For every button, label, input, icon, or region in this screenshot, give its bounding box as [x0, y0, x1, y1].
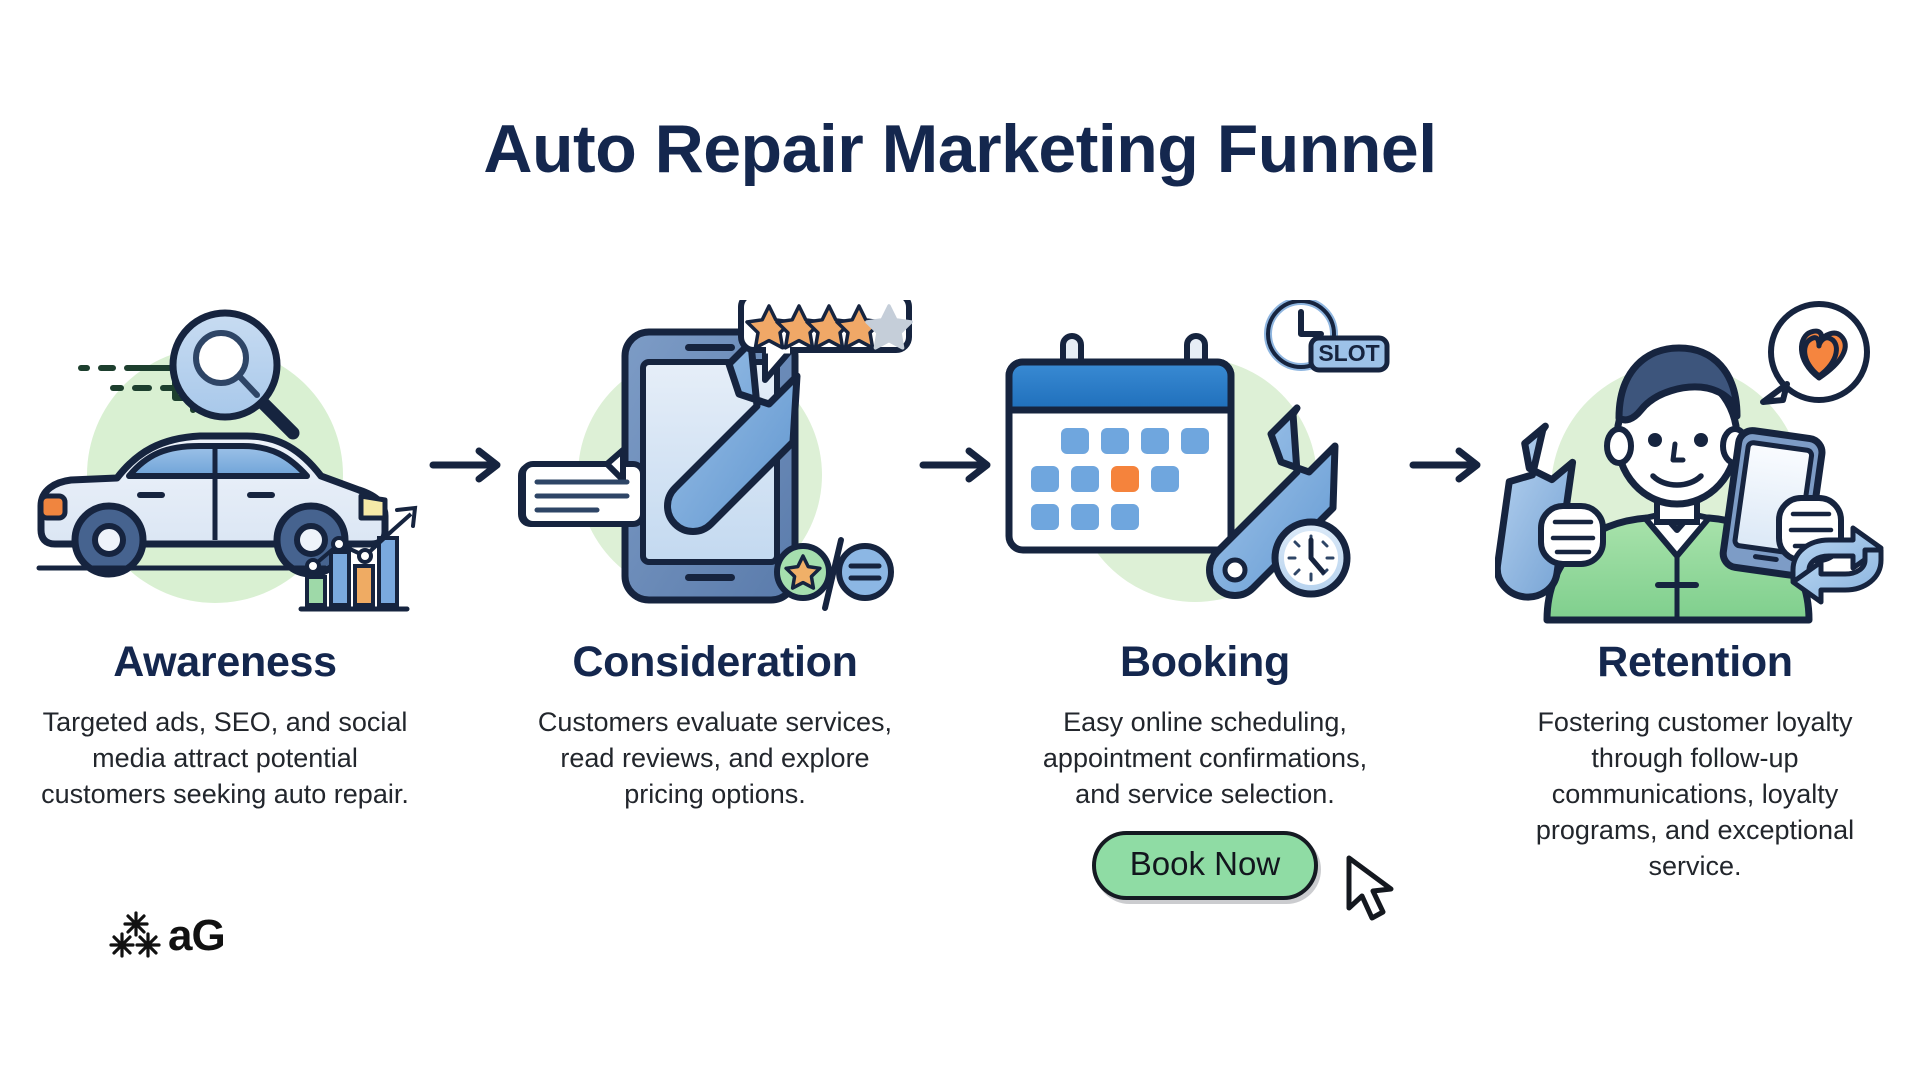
- magnifying-glass-icon: [169, 309, 300, 440]
- clock-icon: [1271, 518, 1351, 598]
- stage-title-booking: Booking: [1120, 638, 1290, 686]
- stage-title-awareness: Awareness: [113, 638, 337, 686]
- stage-desc-awareness: Targeted ads, SEO, and social media attr…: [41, 707, 409, 809]
- calendar-icon: [1005, 358, 1235, 554]
- stage-title-retention: Retention: [1597, 638, 1793, 686]
- left-hand-icon: [1538, 503, 1606, 567]
- funnel-stages: Awareness Targeted ads, SEO, and social …: [0, 300, 1920, 921]
- wrench-icon: [1206, 404, 1339, 599]
- awareness-illustration: [25, 300, 425, 630]
- connector-1: [425, 300, 515, 630]
- stage-consideration: Consideration Customers evaluate service…: [515, 300, 915, 813]
- compare-options-icon: [774, 537, 894, 611]
- stage-desc-booking: Easy online scheduling, appointment conf…: [1042, 707, 1368, 809]
- book-now-button[interactable]: Book Now: [1091, 830, 1319, 900]
- slot-badge-label: SLOT: [1318, 340, 1379, 366]
- cursor-arrow-icon: [1346, 855, 1394, 921]
- star-rating-bubble-icon: [738, 300, 913, 383]
- stage-awareness: Awareness Targeted ads, SEO, and social …: [25, 300, 425, 813]
- refresh-loop-icon: [1790, 525, 1884, 605]
- chat-bubble-icon: [518, 447, 646, 527]
- connector-2: [915, 300, 1005, 630]
- arrow-right-icon: [429, 447, 501, 483]
- stage-desc-retention: Fostering customer loyalty through follo…: [1535, 707, 1855, 881]
- wrench-icon: [664, 332, 801, 535]
- stage-booking: SLOT: [1005, 300, 1405, 921]
- stage-desc-consideration: Customers evaluate services, read review…: [537, 707, 893, 809]
- page-title: Auto Repair Marketing Funnel: [483, 111, 1437, 187]
- bar-chart-growth-icon: [298, 505, 418, 612]
- asterisk-sparkle-icon: [109, 911, 161, 958]
- connector-3: [1405, 300, 1495, 630]
- heart-bubble-icon: [1760, 301, 1870, 405]
- arrow-right-icon: [919, 447, 991, 483]
- star-icon: [784, 554, 822, 590]
- calendar-day-cells: [1031, 428, 1209, 530]
- watermark-label: aG: [168, 911, 226, 960]
- booking-illustration: SLOT: [1005, 300, 1405, 630]
- arrow-right-icon: [1409, 447, 1481, 483]
- calendar-selected-day-cell: [1111, 466, 1139, 492]
- watermark: aG: [108, 908, 226, 964]
- retention-illustration: [1495, 300, 1895, 630]
- car-icon: [36, 432, 389, 578]
- slot-clock-icon: SLOT: [1264, 300, 1390, 373]
- consideration-illustration: [515, 300, 915, 630]
- book-now-cta-wrap: Book Now: [1005, 830, 1405, 921]
- stage-title-consideration: Consideration: [572, 638, 858, 686]
- stage-retention: Retention Fostering customer loyalty thr…: [1495, 300, 1895, 885]
